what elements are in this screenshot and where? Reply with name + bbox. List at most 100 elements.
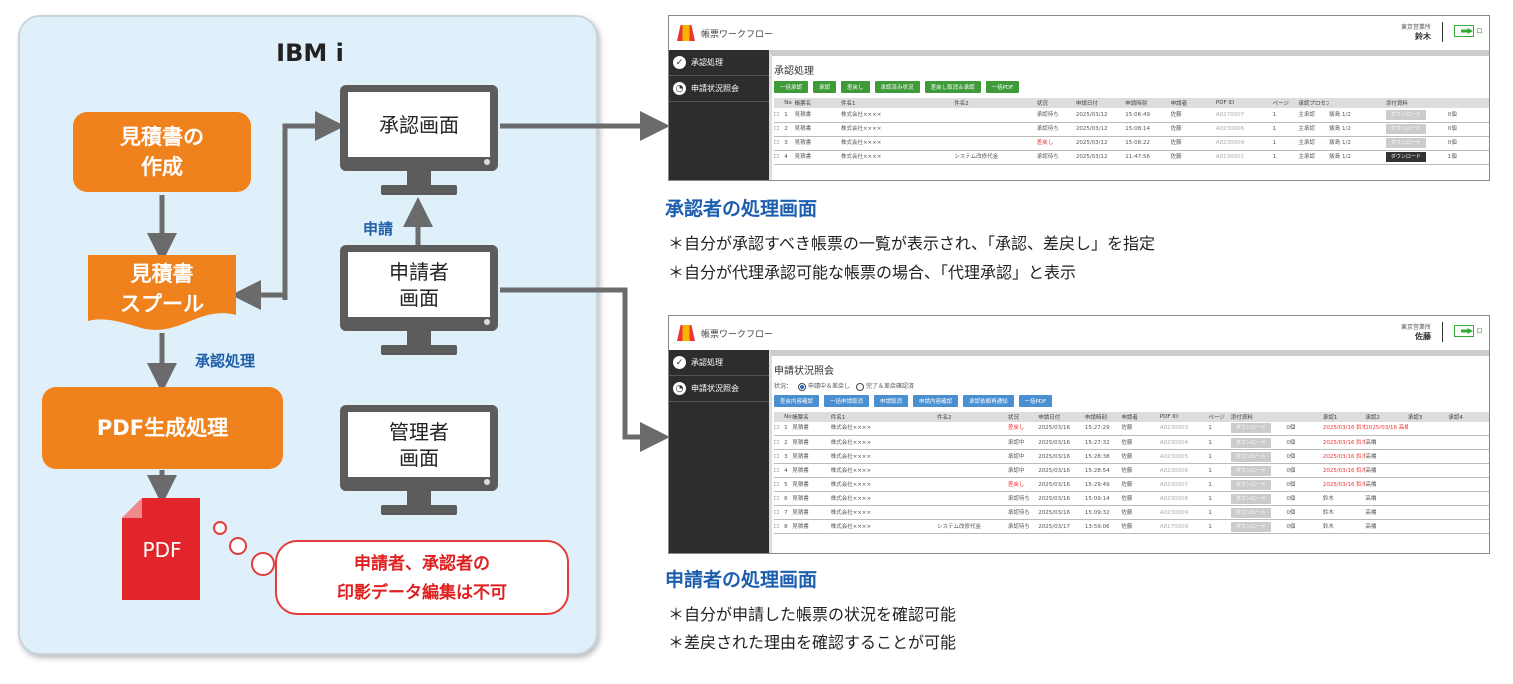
column-header[interactable] [1447, 98, 1489, 108]
row-checkbox[interactable]: ☐ [774, 108, 785, 123]
column-header[interactable]: 件名2 [954, 98, 1037, 108]
row-checkbox[interactable]: ☐ [774, 519, 785, 534]
row-checkbox[interactable]: ☐ [774, 449, 785, 464]
action-button[interactable]: 申請取消 [874, 394, 909, 407]
column-header[interactable]: 添付資料 [1385, 98, 1448, 108]
download-button[interactable]: ダウンロード [1230, 493, 1271, 504]
row-checkbox[interactable]: ☐ [774, 150, 785, 165]
table-cell: ダウンロード [1230, 491, 1287, 506]
download-button[interactable]: ダウンロード [1385, 124, 1426, 134]
download-button[interactable]: ダウンロード [1385, 138, 1426, 148]
column-header[interactable] [1286, 411, 1323, 422]
column-header[interactable]: PDF ID [1215, 98, 1273, 108]
row-checkbox[interactable]: ☐ [774, 491, 785, 506]
column-header[interactable]: No [784, 411, 793, 422]
table-cell: A0270007 [1215, 108, 1273, 123]
table-cell: 見積書 [794, 122, 841, 137]
column-header[interactable] [774, 411, 785, 422]
row-checkbox[interactable]: ☐ [774, 421, 785, 436]
table-cell [1448, 491, 1489, 506]
office-name: 東京営業所 [1400, 324, 1431, 331]
table-cell: 11:47:56 [1125, 150, 1171, 165]
column-header[interactable]: 帳票名 [794, 98, 841, 108]
column-header[interactable]: 承認4 [1448, 411, 1489, 422]
download-button[interactable]: ダウンロード [1230, 521, 1271, 532]
column-header[interactable]: 件名1 [830, 411, 938, 422]
column-header[interactable] [1329, 98, 1386, 108]
action-button[interactable]: 差戻し [841, 81, 870, 93]
column-header[interactable]: 添付資料 [1230, 411, 1287, 422]
action-button[interactable]: 承認依頼再通知 [963, 394, 1014, 407]
download-button[interactable]: ダウンロード [1230, 437, 1271, 448]
action-button[interactable]: 一括申請取消 [824, 394, 870, 407]
column-header[interactable]: 申請者 [1170, 98, 1216, 108]
column-header[interactable]: 件名1 [840, 98, 955, 108]
download-button[interactable]: ダウンロード [1385, 152, 1426, 162]
table-cell: 15:08:14 [1125, 122, 1171, 137]
action-button[interactable]: 一括PDF [1018, 394, 1053, 407]
row-checkbox[interactable]: ☐ [774, 122, 785, 137]
download-button[interactable]: ダウンロード [1230, 451, 1271, 462]
action-button[interactable]: 申請内容確認 [913, 394, 959, 407]
download-button[interactable]: ダウンロード [1230, 479, 1271, 490]
action-button[interactable]: 一括承認 [774, 81, 809, 93]
column-header[interactable]: No [784, 98, 795, 108]
action-button[interactable]: 承認 [813, 81, 837, 93]
download-button[interactable]: ダウンロード [1230, 507, 1271, 518]
column-header[interactable]: 承認2 [1365, 411, 1408, 422]
column-header[interactable]: 状況 [1036, 98, 1076, 108]
table-cell: 株式会社×××× [840, 108, 955, 123]
download-button[interactable]: ダウンロード [1230, 423, 1271, 434]
radio-in-progress[interactable]: 申請中＆差戻し [798, 381, 850, 391]
download-button[interactable]: ダウンロード [1385, 109, 1426, 120]
column-header[interactable]: ページ [1272, 98, 1299, 108]
sidebar-item-status-inquiry[interactable]: ◔申請状況照会 [669, 76, 769, 102]
check-circle-icon: ✓ [673, 356, 686, 369]
column-header[interactable]: 申請時刻 [1125, 98, 1171, 108]
logout-button[interactable]: ロ [1454, 25, 1483, 37]
row-checkbox[interactable]: ☐ [774, 435, 785, 450]
column-header[interactable]: 帳票名 [792, 411, 831, 422]
action-button[interactable]: 一括PDF [985, 81, 1020, 93]
row-checkbox[interactable]: ☐ [774, 505, 785, 520]
table-cell: 4 [784, 150, 795, 165]
column-header[interactable]: 承認プロセス [1298, 98, 1330, 108]
column-header[interactable]: 状況 [1007, 411, 1039, 422]
column-header[interactable]: 承認1 [1322, 411, 1366, 422]
column-header[interactable]: 申請時刻 [1084, 411, 1122, 422]
radio-completed[interactable]: 完了＆差戻確認済 [856, 381, 914, 391]
row-checkbox[interactable]: ☐ [774, 477, 785, 492]
row-checkbox[interactable]: ☐ [774, 463, 785, 478]
sidebar-item-approval[interactable]: ✓承認処理 [669, 350, 769, 376]
sidebar-item-status-inquiry[interactable]: ◔申請状況照会 [669, 376, 769, 402]
action-button[interactable]: 承認済み状況 [874, 81, 920, 93]
table-cell: A0230008 [1159, 491, 1209, 506]
download-button[interactable]: ダウンロード [1230, 465, 1271, 476]
column-header[interactable]: 申請日付 [1038, 411, 1085, 422]
table-cell: 見積書 [792, 477, 831, 492]
logout-button[interactable]: ロ [1454, 325, 1483, 337]
column-header[interactable]: 件名2 [937, 411, 1008, 422]
column-header[interactable] [774, 98, 785, 108]
column-header[interactable]: ページ [1208, 411, 1231, 422]
column-header[interactable]: 承認3 [1407, 411, 1449, 422]
column-header[interactable]: 申請日付 [1075, 98, 1126, 108]
action-button[interactable]: 差戻内容確認 [774, 394, 820, 407]
column-header[interactable]: 申請者 [1121, 411, 1160, 422]
sidebar-item-approval[interactable]: ✓承認処理 [669, 50, 769, 76]
action-button[interactable]: 差戻し取消＆承認 [924, 81, 981, 93]
column-header[interactable]: PDF ID [1159, 411, 1209, 422]
row-checkbox[interactable]: ☐ [774, 136, 785, 151]
